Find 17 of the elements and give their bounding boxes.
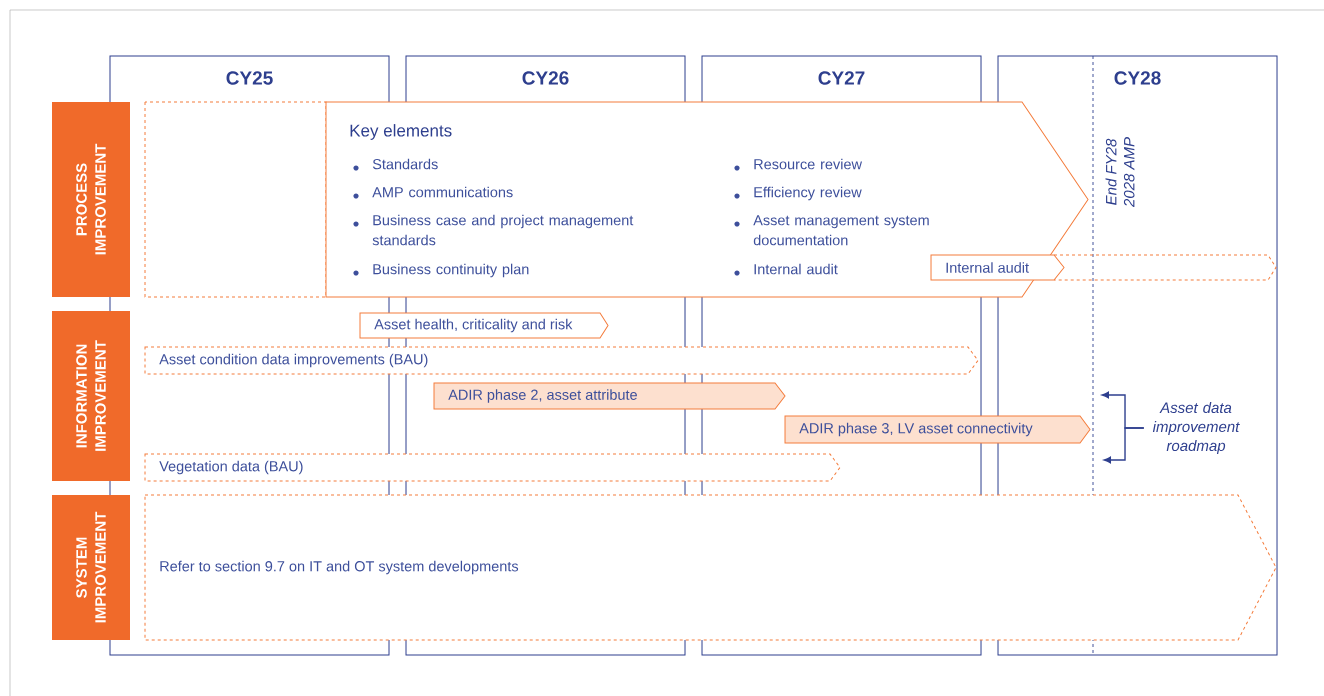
chevron-bar: ADIR phase 3, LV asset connectivity <box>784 415 1091 444</box>
row-tab: INFORMATION IMPROVEMENT <box>52 311 130 481</box>
bullet-item: Internal audit <box>734 263 838 276</box>
chevron-bar: ADIR phase 2, asset attribute <box>433 382 786 410</box>
chevron-bar: Internal audit <box>930 254 1277 281</box>
dashed-chevron-bar: Refer to section 9.7 on IT and OT system developments <box>144 494 1277 641</box>
dashed-chevron-bar: Asset condition data improvements (BAU) <box>144 346 979 375</box>
bracket-arrow <box>1103 427 1145 464</box>
dashed-chevron-bar: Vegetation data (BAU) <box>144 453 841 482</box>
milestone-label: End FY28 2028 AMP <box>1105 137 1135 208</box>
bullet-item: Efficiency review <box>734 186 862 201</box>
bracket-label: Asset data improvement roadmap <box>1152 402 1240 454</box>
row-tab: PROCESS IMPROVEMENT <box>52 102 130 297</box>
bullet-item: Resource review <box>734 158 862 171</box>
bullet-item: Asset management system documentation <box>734 215 929 246</box>
row-tab: SYSTEM IMPROVEMENT <box>52 495 130 640</box>
chevron-bar: Asset health, criticality and risk <box>359 312 609 339</box>
